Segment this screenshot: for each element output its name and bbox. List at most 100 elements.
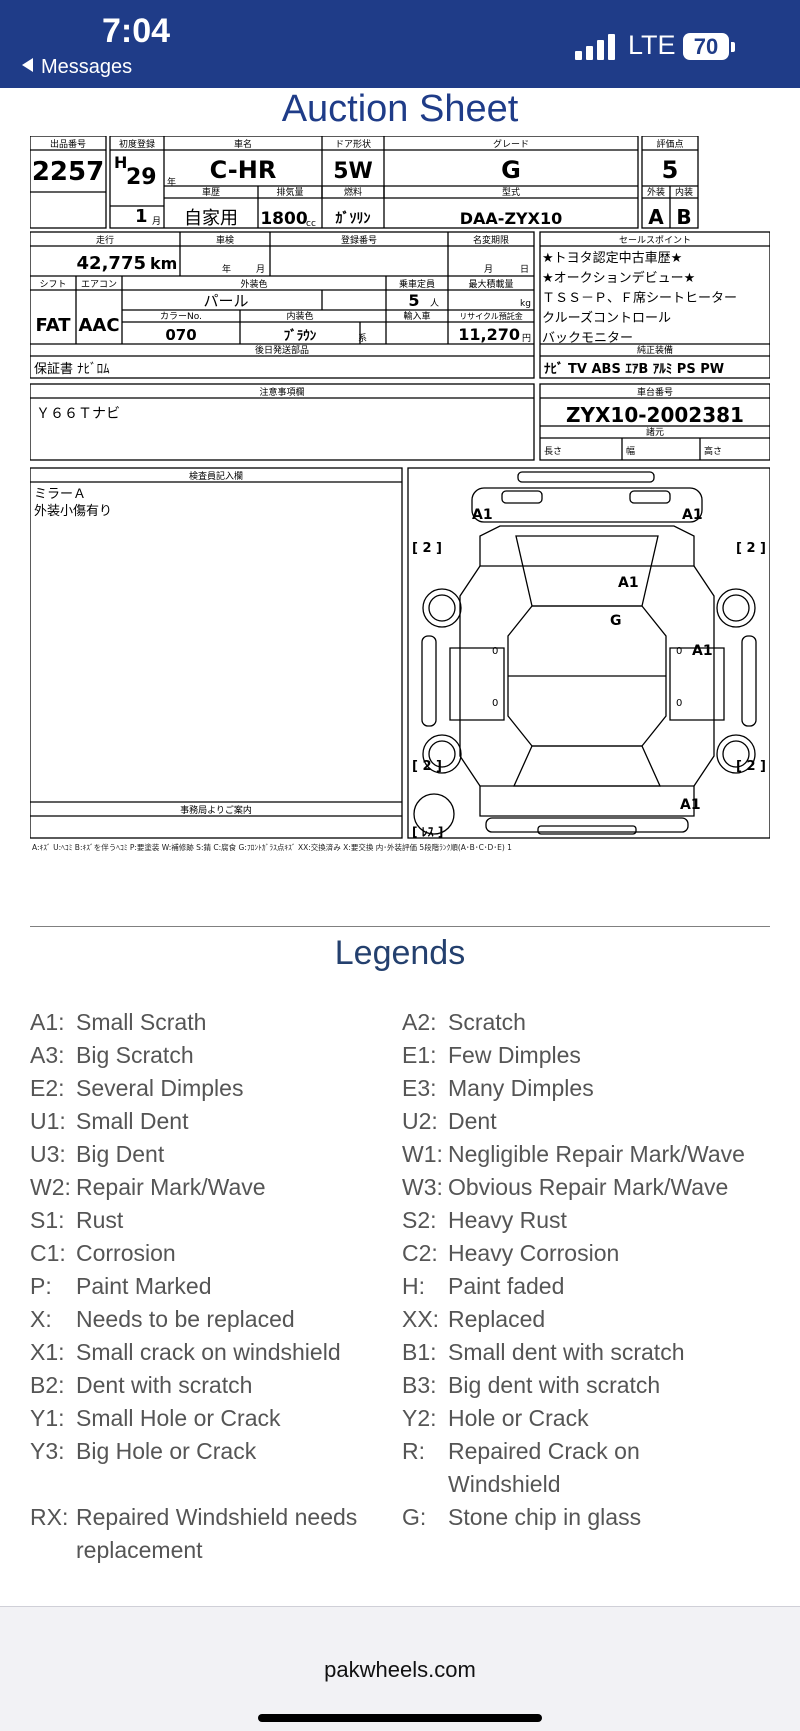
later-parts: 保証書 ﾅﾋﾞﾛﾑ: [34, 362, 110, 377]
exterior-score: A: [648, 205, 664, 229]
label-length: 長さ: [544, 446, 562, 457]
mileage: 42,775: [77, 253, 146, 274]
label-grade: グレード: [493, 138, 529, 150]
auction-sheet: 出品番号 初度登録 車名 ドア形状 グレード 評価点 車歴 排気量 燃料 型式 …: [30, 136, 770, 927]
browser-bottom-bar: pakwheels.com: [0, 1606, 800, 1731]
status-time: 7:04: [102, 12, 171, 50]
recycle-fee: 11,270: [458, 325, 520, 344]
door-type: 5W: [333, 159, 373, 184]
damage-mark: A1: [618, 575, 639, 591]
lot-box: [30, 136, 107, 229]
label-width: 幅: [626, 445, 635, 457]
label-displacement: 排気量: [276, 186, 303, 198]
interior-score: B: [676, 205, 691, 229]
label-exterior: 外装: [647, 186, 665, 198]
color-number: 070: [165, 326, 196, 344]
battery-tip: [731, 42, 735, 52]
capacity-unit: 人: [430, 298, 439, 309]
sales-point: ★トヨタ認定中古車歴★: [542, 250, 682, 266]
mileage-unit: km: [150, 254, 177, 273]
network-type: LTE: [628, 30, 676, 60]
model-code: DAA-ZYX10: [460, 209, 562, 228]
label-capacity: 乗車定員: [399, 278, 435, 290]
label-color-no: カラーNo.: [160, 311, 202, 322]
damage-mark: A1: [472, 507, 493, 523]
int-color-unit: 系: [358, 333, 367, 344]
label-shift: シフト: [39, 280, 66, 290]
label-recycle: リサイクル預託金: [459, 311, 523, 321]
back-label: Messages: [41, 56, 133, 78]
label-score: 評価点: [656, 138, 683, 150]
label-inspection: 車検: [216, 234, 234, 246]
label-notes: 注意事項欄: [259, 386, 304, 398]
page-title: Auction Sheet: [281, 88, 519, 130]
label-int-color: 内装色: [286, 310, 313, 322]
year-unit: 年: [167, 176, 176, 188]
tire-mark: [ 2 ]: [736, 541, 766, 556]
genuine-equipment: ﾅﾋﾞ TV ABS ｴｱB ｱﾙﾐ PS PW: [544, 361, 724, 377]
notes-text: Ｙ６６Ｔナビ: [36, 406, 120, 422]
sales-point-box: [539, 231, 770, 379]
image-viewer: Auction Sheet: [0, 88, 800, 1606]
spare-tire-mark: [ ﾚｽ ]: [412, 825, 443, 839]
label-interior: 内装: [675, 186, 693, 198]
displacement-unit: cc: [306, 219, 316, 229]
label-chassis: 車台番号: [637, 386, 673, 398]
recycle-unit: 円: [522, 333, 531, 344]
era: H: [114, 153, 127, 172]
label-lot-no: 出品番号: [50, 138, 86, 150]
label-mileage: 走行: [96, 234, 114, 246]
home-indicator[interactable]: [258, 1714, 542, 1722]
sales-point: ★オークションデビュー★: [542, 270, 695, 286]
exterior-color: パール: [203, 292, 248, 310]
shift-type: FAT: [35, 315, 71, 336]
inspector-note: 外装小傷有り: [34, 504, 112, 519]
label-genuine: 純正装備: [637, 344, 673, 356]
sales-point: バックモニター: [542, 331, 633, 346]
label-office: 事務局よりご案内: [180, 804, 252, 816]
vehicle-box: [109, 136, 639, 229]
month-unit: 月: [152, 216, 161, 227]
panel-mark: 0: [492, 646, 498, 657]
label-door: ドア形状: [335, 138, 371, 150]
tire-mark: [ 2 ]: [412, 541, 442, 556]
back-to-messages-button[interactable]: Messages: [22, 56, 132, 79]
grade: G: [501, 156, 521, 184]
chassis-number: ZYX10-2002381: [566, 403, 744, 427]
panel-mark: 0: [676, 698, 682, 709]
aircon-type: AAC: [78, 315, 119, 336]
notes-box: [30, 383, 535, 461]
reg-month: 1: [135, 206, 148, 227]
inspection-month: 月: [256, 264, 265, 275]
damage-mark: A1: [692, 643, 713, 659]
reg-year: 29: [126, 165, 157, 190]
signal-strength-icon: [575, 32, 619, 60]
sales-point: クルーズコントロール: [542, 310, 671, 326]
lot-number: 2257: [32, 157, 104, 187]
sales-point: ＴＳＳ－Ｐ、Ｆ席シートヒーター: [542, 290, 737, 306]
capacity: 5: [408, 291, 419, 310]
label-car-name: 車名: [234, 138, 252, 150]
sheet-footer-legend: A:ｷｽﾞ U:ﾍｺﾐ B:ｷｽﾞを伴うﾍｺﾐ P:要塗装 W:補修跡 S:錆 …: [32, 842, 512, 852]
label-later-parts: 後日発送部品: [255, 344, 309, 356]
back-arrow-icon: [22, 58, 33, 72]
car-name: C-HR: [210, 156, 277, 184]
inspection-year: 年: [222, 263, 231, 275]
label-reg-no: 登録番号: [341, 234, 377, 246]
url-label[interactable]: pakwheels.com: [324, 1657, 476, 1682]
label-ext-color: 外装色: [240, 278, 267, 290]
damage-mark: G: [610, 613, 622, 629]
label-import: 輸入車: [403, 310, 430, 322]
damage-mark: A1: [680, 797, 701, 813]
tire-mark: [ 2 ]: [412, 759, 442, 774]
label-history: 車歴: [202, 186, 220, 198]
displacement: 1800: [260, 209, 307, 229]
name-change-day: 日: [520, 264, 529, 275]
label-aircon: エアコン: [81, 280, 117, 290]
inspector-box: [30, 467, 403, 839]
label-fuel: 燃料: [344, 186, 362, 198]
label-height: 高さ: [704, 445, 722, 457]
name-change-month: 月: [484, 264, 493, 275]
damage-mark: A1: [682, 507, 703, 523]
label-max-load: 最大積載量: [468, 278, 513, 290]
